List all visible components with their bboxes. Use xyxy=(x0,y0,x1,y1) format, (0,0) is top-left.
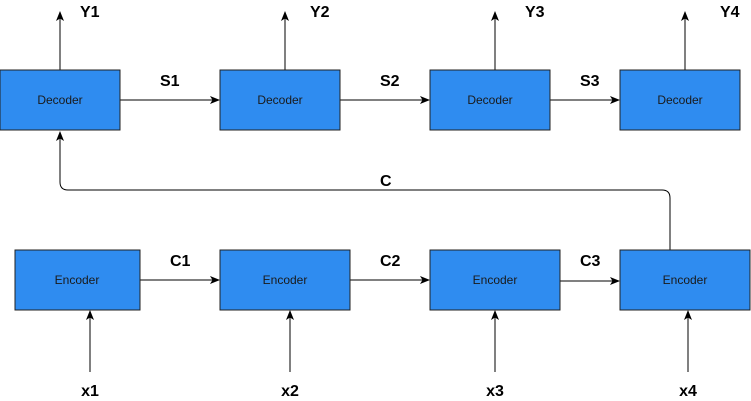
context-labels: C1 C2 C3 xyxy=(170,253,601,270)
encoder-box xyxy=(619,249,751,311)
encoder-input-arrows xyxy=(86,310,692,372)
encoder-block-2: Encoder xyxy=(219,249,351,311)
encoder-label: Encoder xyxy=(663,273,708,287)
output-label-y3: Y3 xyxy=(525,4,545,21)
decoder-block-2: Decoder xyxy=(219,69,341,131)
encoder-block-4: Encoder xyxy=(619,249,751,311)
output-labels: Y1 Y2 Y3 Y4 xyxy=(80,4,740,21)
decoder-label: Decoder xyxy=(657,93,702,107)
input-label-x1: x1 xyxy=(81,383,99,400)
output-label-y1: Y1 xyxy=(80,4,100,21)
decoder-label: Decoder xyxy=(257,93,302,107)
decoder-block-3: Decoder xyxy=(429,69,551,131)
encoder-label: Encoder xyxy=(263,273,308,287)
context-vector-label: C xyxy=(380,173,392,190)
input-label-x3: x3 xyxy=(486,383,504,400)
input-label-x2: x2 xyxy=(281,383,299,400)
decoder-row: Decoder Decoder Decoder Decoder xyxy=(0,69,741,131)
output-label-y2: Y2 xyxy=(310,4,330,21)
context-vector-connector xyxy=(56,131,671,250)
state-labels: S1 S2 S3 xyxy=(160,73,600,90)
encoder-box xyxy=(219,249,351,311)
input-label-x4: x4 xyxy=(679,383,697,400)
encoder-context-arrows xyxy=(140,276,620,285)
output-label-y4: Y4 xyxy=(720,4,740,21)
encoder-block-1: Encoder xyxy=(14,249,141,311)
state-label-s2: S2 xyxy=(380,73,400,90)
encoder-label: Encoder xyxy=(55,273,100,287)
encoder-box xyxy=(14,249,141,311)
state-label-s1: S1 xyxy=(160,73,180,90)
decoder-block-4: Decoder xyxy=(619,69,741,131)
decoder-block-1: Decoder xyxy=(0,69,121,131)
decoder-output-arrows xyxy=(56,11,689,70)
encoder-label: Encoder xyxy=(473,273,518,287)
decoder-box xyxy=(429,69,551,131)
encoder-block-3: Encoder xyxy=(429,249,561,311)
input-labels: x1 x2 x3 x4 xyxy=(81,383,697,400)
context-label-c2: C2 xyxy=(380,253,401,270)
decoder-box xyxy=(219,69,341,131)
encoder-box xyxy=(429,249,561,311)
decoder-box xyxy=(619,69,741,131)
decoder-label: Decoder xyxy=(467,93,512,107)
state-label-s3: S3 xyxy=(580,73,600,90)
context-label-c1: C1 xyxy=(170,253,191,270)
encoder-row: Encoder Encoder Encoder Encoder xyxy=(14,249,751,311)
context-label-c3: C3 xyxy=(580,253,601,270)
decoder-label: Decoder xyxy=(37,93,82,107)
decoder-box xyxy=(0,69,121,131)
